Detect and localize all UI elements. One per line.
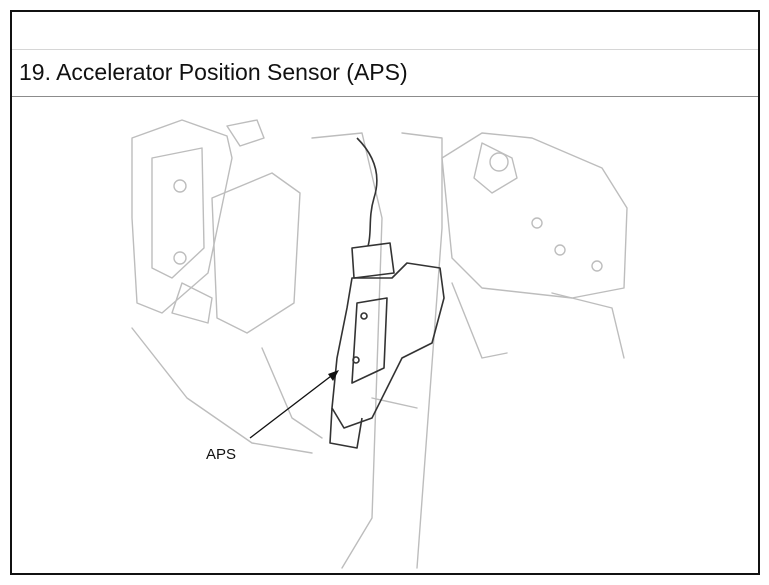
left-bracket-inner xyxy=(151,147,205,279)
pedal-assembly-drawing xyxy=(131,119,628,569)
aps-lower-tab xyxy=(329,407,363,449)
right-bracket-lower-edge xyxy=(451,282,508,359)
right-bolt-2 xyxy=(554,244,566,256)
left-housing xyxy=(211,172,301,334)
right-bolt-1 xyxy=(531,217,543,229)
aps-face xyxy=(351,297,388,384)
pedal-arm-right-edge xyxy=(401,132,443,569)
aps-mount-bolt-top xyxy=(360,312,368,320)
left-bracket-foot xyxy=(171,282,213,324)
callout-arrowhead xyxy=(328,370,339,381)
section-header: 19. Accelerator Position Sensor (APS) xyxy=(12,49,758,97)
right-lower-rib xyxy=(551,292,625,359)
pedal-arm-crossbar xyxy=(371,397,418,409)
floor-panel-edge xyxy=(131,327,313,454)
aps-connector xyxy=(351,242,395,279)
section-title: 19. Accelerator Position Sensor (APS) xyxy=(19,59,408,85)
pedal-arm-left-edge xyxy=(311,132,383,569)
right-bolt-3 xyxy=(591,260,603,272)
aps-callout-label: APS xyxy=(206,446,237,463)
floor-panel-rib xyxy=(261,347,323,439)
right-bracket-tab xyxy=(473,142,518,194)
page-frame: 19. Accelerator Position Sensor (APS) xyxy=(10,10,760,575)
upper-bracket xyxy=(226,119,265,147)
aps-illustration: APS xyxy=(12,98,758,573)
wiring-harness xyxy=(356,137,378,247)
left-bracket-outline xyxy=(131,119,233,314)
aps-sensor xyxy=(329,242,445,449)
left-bolt-top xyxy=(173,179,187,193)
right-bracket-outline xyxy=(441,132,628,299)
right-bracket-hole xyxy=(489,152,509,172)
left-bolt-bottom xyxy=(173,251,187,265)
aps-housing xyxy=(331,262,445,429)
callout-leader-line xyxy=(249,372,336,439)
aps-mount-bolt-bottom xyxy=(352,356,360,364)
